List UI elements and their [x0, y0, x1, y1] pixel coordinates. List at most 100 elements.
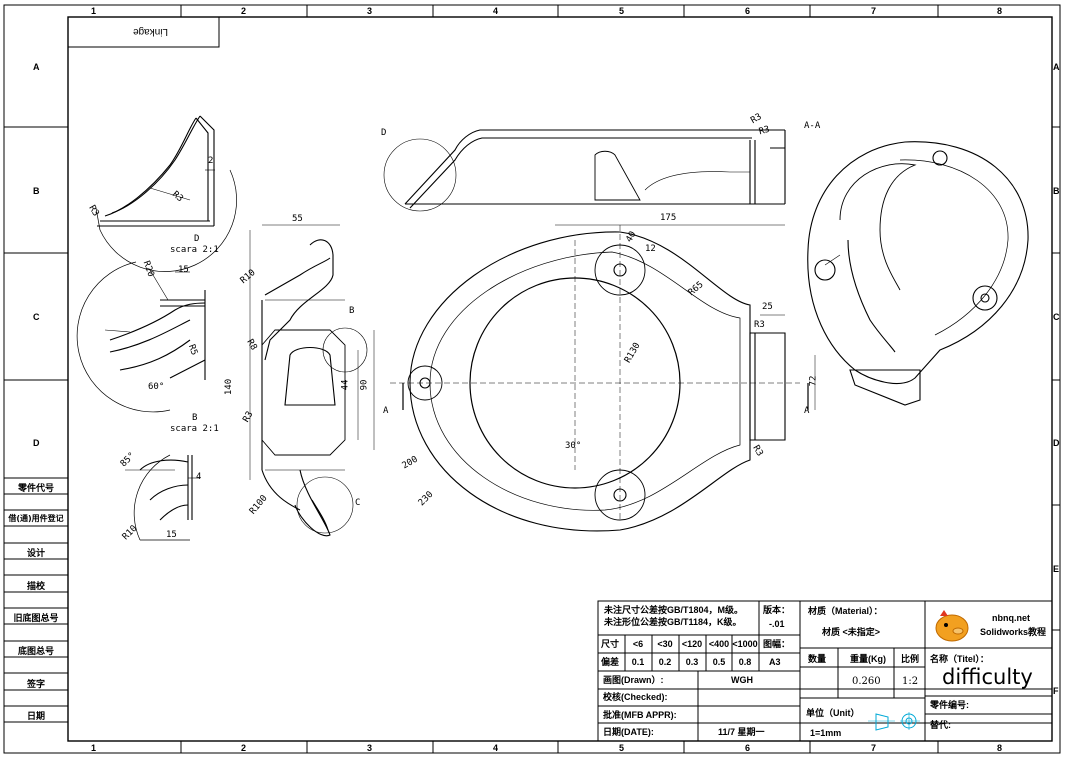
date-value: 11/7 星期一	[718, 727, 765, 737]
logo-icon	[935, 610, 969, 642]
part-number-label: 零件编号:	[930, 700, 969, 710]
dim-label: 2	[208, 156, 214, 166]
dim-label: 15	[178, 265, 189, 275]
col-label: 5	[619, 743, 625, 753]
detail-b-caption: B	[192, 413, 198, 423]
tolerance-label: 偏差	[601, 657, 620, 667]
row-label: C	[33, 312, 40, 322]
row-label: E	[1053, 564, 1060, 574]
col-label: 1	[91, 6, 97, 16]
detail-ref-d: D	[381, 128, 387, 138]
scale-value: 1:2	[902, 676, 919, 687]
cut-label-right: A	[804, 406, 810, 416]
date-label: 日期(DATE):	[603, 727, 654, 737]
col-label: 4	[493, 743, 499, 753]
dim-label: 4	[196, 472, 202, 482]
tolerance-value: 0.8	[738, 657, 752, 667]
row-label: B	[33, 186, 40, 196]
col-label: 5	[619, 6, 625, 16]
row-label: A	[1053, 62, 1060, 72]
dim-label: 90	[359, 379, 370, 391]
drawn-label: 画图(Drawn）:	[603, 675, 664, 685]
replace-label: 替代:	[930, 720, 951, 730]
detail-d-scale: scara 2:1	[170, 245, 219, 255]
row-label: C	[1053, 312, 1060, 322]
inner-border	[67, 16, 1053, 742]
unit-label: 单位（Unit）	[806, 708, 860, 718]
col-label: 8	[997, 743, 1003, 753]
row-label: D	[33, 438, 40, 448]
tolerance-value: 0.5	[712, 657, 726, 667]
col-label: 2	[241, 6, 247, 16]
tolerance-note-2: 未注形位公差按GB/T1184，K级。	[604, 617, 742, 627]
front-view	[390, 224, 816, 532]
scale-label: 比例	[901, 654, 920, 664]
detail-b-view	[76, 261, 206, 413]
tolerance-value: 0.1	[631, 657, 645, 667]
row-label: A	[33, 62, 40, 72]
detail-c-view	[125, 454, 200, 541]
col-label: 3	[367, 743, 373, 753]
quantity-label: 数量	[808, 654, 827, 664]
side-label: 设计	[26, 549, 45, 559]
col-label: 1	[91, 743, 97, 753]
dim-label: 55	[292, 214, 303, 224]
section-aa-view	[807, 141, 1029, 406]
col-label: 2	[241, 743, 247, 753]
dim-label: 175	[660, 213, 677, 223]
col-label: 7	[871, 6, 877, 16]
format-value: A3	[769, 657, 781, 667]
detail-ref-b: B	[349, 306, 355, 316]
weight-label: 重量(Kg)	[850, 654, 886, 664]
size-col: <6	[632, 639, 644, 649]
dim-label: 30°	[565, 441, 582, 451]
checked-label: 校核(Checked):	[603, 692, 668, 702]
logo-name: Solidworks教程	[980, 627, 1047, 637]
detail-d-caption: D	[194, 234, 200, 244]
size-col: <120	[681, 639, 703, 649]
col-label: 3	[367, 6, 373, 16]
row-label: F	[1053, 686, 1059, 696]
tolerance-note-1: 未注尺寸公差按GB/T1804，M级。	[604, 605, 744, 615]
side-label: 旧底图总号	[13, 614, 59, 624]
detail-ref-c: C	[355, 498, 361, 508]
col-label: 7	[871, 743, 877, 753]
side-label: 底图总号	[17, 647, 54, 657]
col-label: 6	[745, 743, 751, 753]
dim-label: 140	[224, 378, 235, 396]
part-name: difficulty	[942, 665, 1033, 689]
material-value: 材质 <未指定>	[822, 627, 881, 637]
version-label: 版本：	[763, 605, 791, 615]
material-label: 材质（Material）：	[808, 606, 883, 616]
tolerance-value: 0.2	[658, 657, 672, 667]
dim-label: 72	[808, 375, 819, 387]
tolerance-value: 0.3	[685, 657, 699, 667]
unit-value: 1=1mm	[810, 728, 842, 738]
top-view	[383, 129, 786, 212]
size-col: <30	[657, 639, 673, 649]
detail-d-view	[95, 115, 237, 272]
outer-border	[3, 4, 1061, 754]
row-label: D	[1053, 438, 1060, 448]
dim-label: 15	[166, 530, 177, 540]
row-label: B	[1053, 186, 1060, 196]
side-label: 借(通)用件登记	[8, 514, 64, 523]
dim-label: 12	[645, 244, 656, 254]
side-label: 日期	[26, 712, 45, 722]
section-aa-label: A-A	[804, 121, 821, 131]
title-block-grid	[597, 600, 1053, 742]
size-col: <1000	[732, 639, 758, 649]
cut-label-left: A	[383, 406, 389, 416]
format-label: 图幅：	[763, 639, 791, 649]
detail-b-scale: scara 2:1	[170, 424, 219, 434]
dim-label: 25	[762, 302, 773, 312]
dim-label: 60°	[148, 382, 165, 392]
part-name-label: 名称（Titel）：	[930, 654, 989, 664]
size-label: 尺寸	[601, 639, 620, 649]
col-label: 4	[493, 6, 499, 16]
version-value: -.01	[769, 619, 785, 629]
side-view	[249, 224, 375, 537]
side-label: 零件代号	[17, 484, 54, 494]
